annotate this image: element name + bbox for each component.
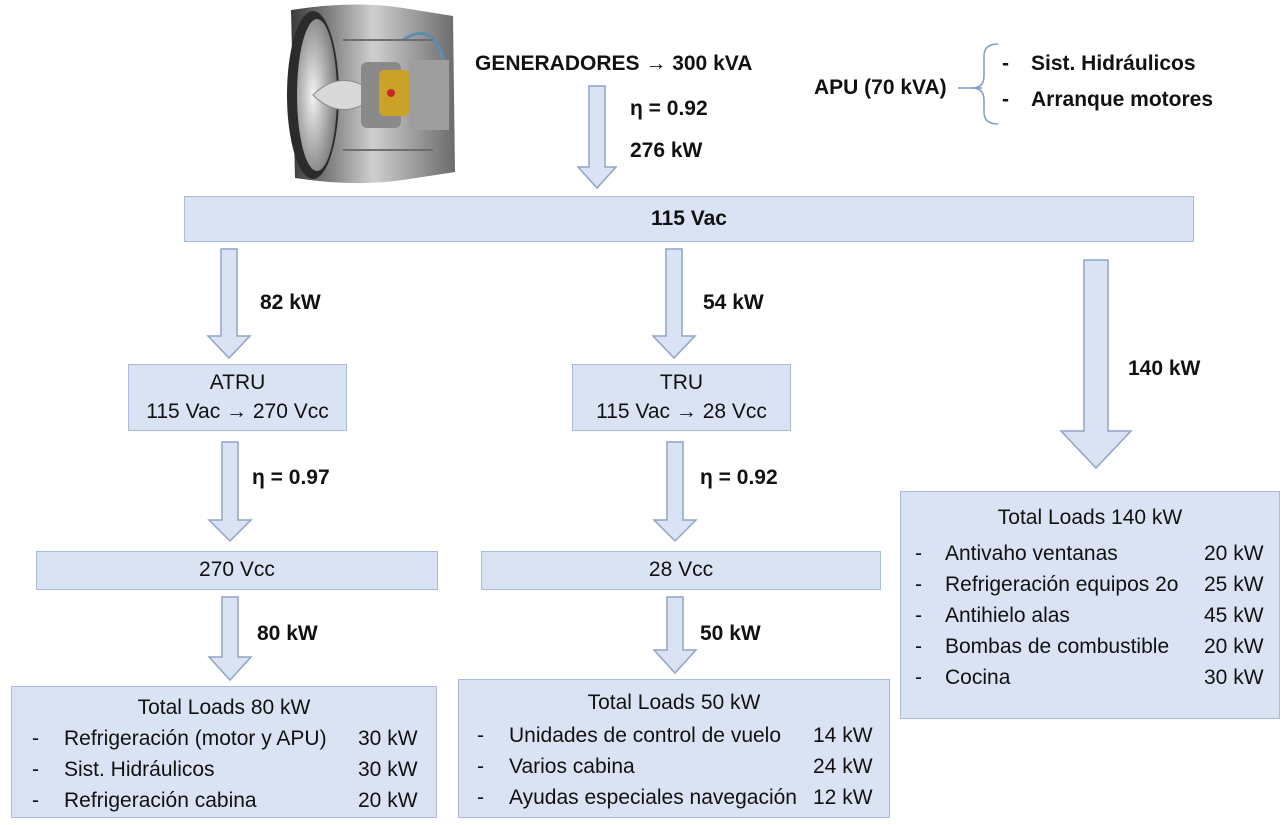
load-name: Bombas de combustible [945, 631, 1169, 662]
arrow-atru-to-270vcc [209, 442, 251, 541]
generators-efficiency: η = 0.92 [630, 98, 708, 119]
tru-efficiency: η = 0.92 [700, 467, 778, 488]
bus-28vcc: 28 Vcc [481, 551, 881, 590]
arrow-tru-to-28vcc [654, 442, 696, 541]
bus-270vcc-label: 270 Vcc [199, 556, 275, 584]
load-value: 30 kW [358, 723, 418, 754]
list-item: - Ayudas especiales navegación 12 kW [459, 782, 889, 813]
arrow-to-ac-loads [1061, 260, 1131, 468]
list-item: - Antivaho ventanas 20 kW [901, 538, 1279, 569]
load-value: 45 kW [1204, 600, 1264, 631]
tru-loads-box: Total Loads 50 kW - Unidades de control … [458, 679, 890, 818]
bus-270vcc: 270 Vcc [36, 551, 438, 590]
load-name: Sist. Hidráulicos [64, 754, 215, 785]
list-item: - Cocina 30 kW [901, 662, 1279, 693]
load-name: Refrigeración (motor y APU) [64, 723, 327, 754]
list-dash: - [915, 538, 922, 569]
apu-item-dash-2: - [1002, 89, 1009, 110]
load-name: Antivaho ventanas [945, 538, 1118, 569]
turbofan-engine-image [283, 0, 458, 187]
list-dash: - [477, 720, 484, 751]
load-value: 30 kW [358, 754, 418, 785]
tru-loads-title: Total Loads 50 kW [459, 686, 889, 720]
load-name: Antihielo alas [945, 600, 1070, 631]
apu-item-engine-start: Arranque motores [1031, 89, 1213, 110]
list-item: - Antihielo alas 45 kW [901, 600, 1279, 631]
arrow-270vcc-to-loads [209, 597, 251, 680]
load-value: 20 kW [1204, 538, 1264, 569]
arrow-to-atru [208, 249, 250, 358]
generators-power: 276 kW [630, 140, 702, 161]
load-value: 30 kW [1204, 662, 1264, 693]
tru-output-power: 50 kW [700, 623, 761, 644]
apu-item-hydraulics: Sist. Hidráulicos [1031, 53, 1196, 74]
bus-115vac-label: 115 Vac [651, 205, 727, 233]
list-dash: - [477, 782, 484, 813]
list-item: - Varios cabina 24 kW [459, 751, 889, 782]
bus-115vac: 115 Vac [184, 196, 1194, 242]
list-dash: - [477, 751, 484, 782]
tru-box: TRU 115 Vac → 28 Vcc [572, 364, 791, 431]
generators-label: GENERADORES → 300 kVA [475, 53, 752, 74]
list-dash: - [915, 600, 922, 631]
tru-title: TRU [660, 369, 703, 397]
arrow-28vcc-to-loads [654, 597, 696, 673]
load-name: Ayudas especiales navegación [509, 782, 797, 813]
load-name: Refrigeración equipos 2o [945, 569, 1178, 600]
bus-28vcc-label: 28 Vcc [649, 556, 713, 584]
list-item: - Sist. Hidráulicos 30 kW [12, 754, 436, 785]
arrow-to-tru [653, 249, 695, 358]
ac-loads-title: Total Loads 140 kW [901, 498, 1279, 538]
load-value: 24 kW [813, 751, 873, 782]
list-item: - Bombas de combustible 20 kW [901, 631, 1279, 662]
atru-input-power: 82 kW [260, 292, 321, 313]
atru-title: ATRU [210, 369, 266, 397]
tru-input-power: 54 kW [703, 292, 764, 313]
load-value: 20 kW [1204, 631, 1264, 662]
list-item: - Unidades de control de vuelo 14 kW [459, 720, 889, 751]
list-dash: - [915, 631, 922, 662]
load-value: 14 kW [813, 720, 873, 751]
list-item: - Refrigeración equipos 2o 25 kW [901, 569, 1279, 600]
load-value: 20 kW [358, 785, 418, 816]
arrow-generators [578, 86, 616, 188]
load-value: 12 kW [813, 782, 873, 813]
atru-loads-box: Total Loads 80 kW - Refrigeración (motor… [11, 686, 437, 818]
atru-efficiency: η = 0.97 [252, 467, 330, 488]
apu-brace [972, 44, 998, 124]
atru-conversion: 115 Vac → 270 Vcc [146, 398, 329, 426]
load-name: Refrigeración cabina [64, 785, 257, 816]
list-item: - Refrigeración (motor y APU) 30 kW [12, 723, 436, 754]
atru-output-power: 80 kW [257, 623, 318, 644]
list-item: - Refrigeración cabina 20 kW [12, 785, 436, 816]
tru-conversion: 115 Vac → 28 Vcc [596, 398, 767, 426]
load-name: Unidades de control de vuelo [509, 720, 781, 751]
atru-loads-title: Total Loads 80 kW [12, 693, 436, 723]
apu-label: APU (70 kVA) [814, 77, 947, 98]
load-value: 25 kW [1204, 569, 1264, 600]
list-dash: - [915, 662, 922, 693]
list-dash: - [32, 723, 39, 754]
apu-item-dash-1: - [1002, 53, 1009, 74]
list-dash: - [32, 754, 39, 785]
atru-box: ATRU 115 Vac → 270 Vcc [128, 364, 347, 431]
list-dash: - [915, 569, 922, 600]
ac-loads-box: Total Loads 140 kW - Antivaho ventanas 2… [900, 491, 1280, 719]
load-name: Varios cabina [509, 751, 635, 782]
ac-loads-power: 140 kW [1128, 358, 1200, 379]
list-dash: - [32, 785, 39, 816]
load-name: Cocina [945, 662, 1010, 693]
